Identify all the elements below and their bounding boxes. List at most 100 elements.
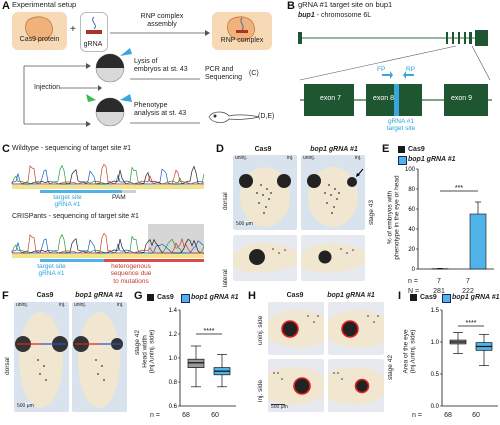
- cas9-protein-label: Cas9 protein: [19, 36, 60, 43]
- g-n-label: n =: [150, 412, 160, 419]
- y-tick-label: 0.6: [169, 404, 178, 410]
- hetero-label: heterogenous sequence due to mutations: [110, 263, 152, 285]
- h-scale: 500 μm: [271, 404, 288, 410]
- d-dorsal: dorsal: [222, 192, 229, 210]
- e-legend-swatch-2: [398, 156, 407, 165]
- panel-label-i: I: [398, 290, 402, 302]
- d-photo-bop1-lateral: [301, 235, 365, 281]
- f-inj-1: inj.: [59, 302, 66, 308]
- e-y-tick-label: 80: [408, 187, 415, 193]
- d-stage: stage 43: [368, 200, 375, 225]
- e-y-tick-label: 20: [408, 247, 415, 253]
- panel-label-b: B: [287, 0, 295, 12]
- i-legend-swatch-1: [410, 294, 417, 301]
- assembly-arrow: [110, 30, 210, 36]
- d-col1: Cas9: [254, 146, 272, 153]
- e-sig-label: ***: [455, 185, 463, 192]
- e-legend-swatch-1: [398, 146, 405, 153]
- cas9-protein-box: [12, 12, 67, 50]
- grna-label: gRNA: [83, 41, 103, 48]
- target-site-label: gRNA #1 target site: [386, 118, 416, 133]
- e-y-tick-label: 60: [408, 207, 415, 213]
- h-scale-bar: [271, 404, 285, 405]
- e-legend-label-1: Cas9: [408, 146, 425, 153]
- f-uninj-2: uninj.: [74, 302, 86, 308]
- d-photo-cas9-lateral: [233, 235, 297, 281]
- d-lateral: lateral: [222, 269, 229, 287]
- e-y-tick-label: 100: [405, 167, 416, 173]
- h-photo-bop1-uninj: [328, 302, 384, 355]
- phenotype-ref: (D,E): [258, 113, 275, 120]
- i-legend-label-1: Cas9: [420, 294, 437, 301]
- grna-icon: [86, 16, 102, 34]
- d-inj-2: inj.: [355, 155, 362, 161]
- g-stage: stage 42: [134, 330, 141, 355]
- d-uninj-1: uninj.: [235, 155, 247, 161]
- rnp-complex-label: RNP complex: [220, 37, 264, 44]
- e-bar: [469, 213, 487, 270]
- exon9-label: exon 9: [451, 95, 473, 102]
- e-legend-label-2: bop1 gRNA #1: [408, 156, 456, 163]
- y-tick-label: 1.0: [169, 356, 178, 362]
- lysis-line: [130, 78, 200, 80]
- crispants-chromatogram: [11, 232, 205, 254]
- g-n-2: 60: [211, 412, 219, 419]
- sig-label: ****: [466, 320, 477, 327]
- d-photo-bop1-dorsal: uninj. inj.: [301, 155, 365, 230]
- pam-label: PAM: [112, 194, 126, 201]
- i-ylabel: Area of the eye (inj./uninj. side): [402, 329, 417, 374]
- wildtype-chromatogram: [11, 163, 205, 185]
- panel-label-d: D: [216, 143, 224, 155]
- phenotype-label: Phenotype analysis at st. 43: [134, 102, 187, 118]
- grna-box: [80, 12, 108, 52]
- i-n-1: 68: [444, 412, 452, 419]
- i-legend-label-2: bop1 gRNA #1: [452, 294, 500, 301]
- phenotype-line: [130, 122, 200, 124]
- f-photo-cas9: uninj. inj. 500 μm: [14, 302, 69, 412]
- h-stage: stage 42: [387, 355, 394, 380]
- e-y-tick-label: 40: [408, 227, 415, 233]
- f-col2: bop1 gRNA #1: [75, 292, 123, 299]
- y-tick-label: 0.0: [431, 404, 440, 410]
- wildtype-title: Wildtype - sequencing of target site #1: [12, 145, 132, 152]
- tadpole-sketch: [208, 111, 260, 123]
- chromatogram-trace: [12, 232, 204, 254]
- e-N-label: N =: [408, 288, 420, 295]
- panel-label-f: F: [2, 290, 9, 302]
- y-tick-label: 1.2: [169, 332, 178, 338]
- panel-a-title: Experimental setup: [12, 0, 77, 9]
- e-n-1: 7: [437, 278, 441, 285]
- h-inj-side: inj. side: [257, 379, 264, 402]
- e-n-2: 7: [466, 278, 470, 285]
- exon7-label: exon 7: [320, 95, 342, 102]
- g-n-1: 68: [182, 412, 190, 419]
- panel-b-title: gRNA #1 target site on bup1: [298, 0, 393, 9]
- wildtype-target-label: target site gRNA #1: [53, 194, 82, 209]
- i-n-2: 60: [472, 412, 480, 419]
- f-uninj-1: uninj.: [16, 302, 28, 308]
- g-legend-label-1: Cas9: [157, 294, 174, 301]
- e-n-label: n =: [408, 278, 418, 285]
- gene-diagram: [298, 30, 492, 116]
- g-legend-label-2: bop1 gRNA #1: [191, 294, 239, 301]
- f-scale-bar: [17, 403, 31, 404]
- crispants-target-label: target site gRNA #1: [37, 263, 66, 278]
- g-ylabel: Head width (inj./uninj. side): [141, 329, 156, 374]
- h-col1: Cas9: [286, 292, 304, 299]
- i-box-chart: 0.00.51.01.5****: [431, 308, 498, 410]
- box-iqr: [187, 358, 205, 368]
- y-tick-label: 1.4: [169, 308, 178, 314]
- hetero-shade: [148, 224, 204, 254]
- d-col2: bop1 gRNA #1: [310, 146, 358, 153]
- d-photo-cas9-dorsal: uninj. inj. 500 μm: [233, 155, 297, 230]
- f-inj-2: inj.: [117, 302, 124, 308]
- rp-label: RP: [406, 66, 416, 73]
- chromatogram-trace: [12, 163, 204, 185]
- panel-label-g: G: [134, 290, 143, 302]
- embryo-injection-diagram: [23, 48, 132, 127]
- rnp-assembly-label: RNP complex assembly: [140, 13, 184, 29]
- gene-chromosome: bup1 - chromosome 6L: [298, 12, 371, 20]
- d-inj-1: inj.: [287, 155, 294, 161]
- panel-label-e: E: [382, 143, 390, 155]
